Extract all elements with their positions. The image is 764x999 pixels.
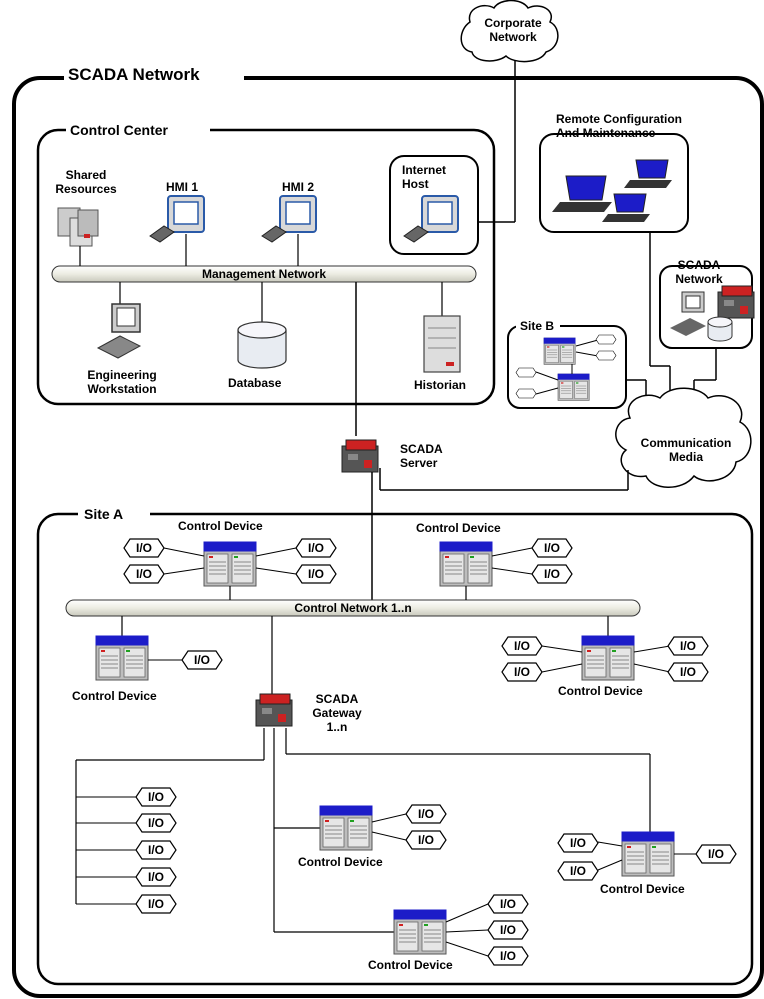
corporate-network-label: Corporate Network	[484, 16, 542, 44]
control-device-5-label: Control Device	[298, 855, 383, 869]
scada-gateway-icon	[255, 693, 293, 727]
historian-icon	[423, 282, 461, 373]
io-label: I/O	[499, 897, 516, 911]
internet-host-icon	[403, 195, 459, 243]
site-a-title: Site A	[84, 506, 124, 522]
scada-server-icon	[341, 439, 379, 473]
hmi1-icon	[149, 195, 205, 266]
io-label: I/O	[417, 807, 434, 821]
hmi2-label: HMI 2	[282, 180, 315, 194]
scada-gateway-label: SCADA Gateway 1..n	[312, 692, 362, 734]
hmi1-label: HMI 1	[166, 180, 199, 194]
io-label: I/O	[147, 816, 164, 830]
internet-host-box	[389, 155, 479, 255]
control-device-7-label: Control Device	[368, 958, 453, 972]
control-device-7	[393, 894, 529, 966]
internet-host-label: Internet Host	[402, 163, 447, 191]
database-label: Database	[228, 376, 282, 390]
engineering-workstation-label: Engineering Workstation	[87, 368, 157, 396]
io-label: I/O	[569, 836, 586, 850]
io-label: I/O	[543, 541, 560, 555]
io-label: I/O	[513, 665, 530, 679]
io-label: I/O	[513, 639, 530, 653]
control-device-4-label: Control Device	[558, 684, 643, 698]
site-b-devices	[515, 334, 617, 401]
io-label: I/O	[135, 541, 152, 555]
site-a-frame	[36, 512, 754, 986]
io-label: I/O	[679, 665, 696, 679]
control-device-1	[123, 538, 337, 600]
io-label: I/O	[147, 870, 164, 884]
control-device-2-label: Control Device	[416, 521, 501, 535]
shared-resources-icon	[57, 207, 99, 266]
io-label: I/O	[499, 923, 516, 937]
remote-config-box	[539, 133, 689, 233]
communication-media-cloud	[615, 387, 752, 488]
shared-resources-label: Shared Resources	[55, 168, 117, 196]
io-label: I/O	[147, 897, 164, 911]
io-label: I/O	[679, 639, 696, 653]
control-center-title: Control Center	[70, 122, 168, 138]
communication-media-label: Communication Media	[640, 436, 732, 464]
io-label: I/O	[193, 653, 210, 667]
control-center-frame	[36, 128, 496, 406]
io-label: I/O	[147, 790, 164, 804]
remote-scada-label: SCADA Network	[675, 258, 723, 286]
management-network-label: Management Network	[201, 267, 327, 281]
io-label: I/O	[569, 864, 586, 878]
control-device-5	[319, 804, 447, 851]
hmi2-icon	[261, 195, 317, 266]
scada-network-frame	[12, 76, 764, 998]
control-device-6-label: Control Device	[600, 882, 685, 896]
control-device-2	[439, 538, 573, 600]
site-b-title: Site B	[520, 319, 555, 333]
corporate-cloud	[460, 0, 559, 63]
io-label: I/O	[307, 567, 324, 581]
control-device-1-label: Control Device	[178, 519, 263, 533]
io-label: I/O	[543, 567, 560, 581]
laptop-icons	[552, 159, 672, 222]
control-device-3-label: Control Device	[72, 689, 157, 703]
control-device-6	[557, 831, 737, 881]
control-device-3	[95, 616, 223, 681]
database-icon	[237, 282, 287, 369]
control-device-4	[501, 616, 709, 682]
io-label: I/O	[135, 567, 152, 581]
management-network-bus	[51, 265, 477, 283]
engineering-workstation-icon	[96, 282, 142, 359]
io-label: I/O	[147, 843, 164, 857]
io-label: I/O	[307, 541, 324, 555]
io-label: I/O	[417, 833, 434, 847]
control-network-label: Control Network 1..n	[294, 601, 412, 615]
site-b-box	[507, 325, 627, 409]
scada-network-title: SCADA Network	[68, 65, 200, 84]
io-label: I/O	[499, 949, 516, 963]
scada-server-label: SCADA Server	[400, 442, 443, 470]
io-label: I/O	[707, 847, 724, 861]
remote-scada-icons	[670, 285, 755, 342]
remote-config-label: Remote Configuration And Maintenance	[556, 112, 682, 140]
historian-label: Historian	[414, 378, 467, 392]
control-network-bus	[65, 599, 641, 617]
